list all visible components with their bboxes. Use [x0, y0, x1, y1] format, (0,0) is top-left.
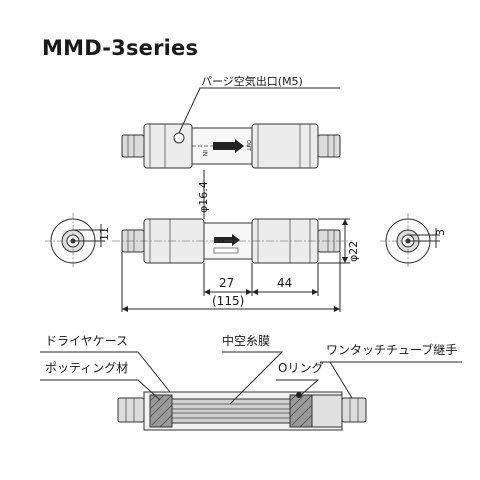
- purge-leader: [178, 87, 340, 134]
- hollow-fiber-label: 中空糸膜: [222, 333, 270, 348]
- left-body: [143, 123, 193, 169]
- front-flow-arrow-icon: [214, 234, 240, 246]
- right-fitting: [317, 134, 341, 158]
- diagram-title: MMD-3series: [42, 36, 199, 60]
- flow-arrow-icon: [213, 139, 244, 153]
- dryer-case-label: ドライヤケース: [45, 334, 128, 348]
- front-view: [112, 218, 352, 264]
- right-end-view: 3: [380, 213, 447, 269]
- fitting-label: ワンタッチチューブ継手: [326, 342, 457, 357]
- dim-27-label: 27: [219, 276, 234, 290]
- potting-label: ポッティング材: [45, 361, 128, 375]
- svg-text:φ22: φ22: [347, 241, 360, 262]
- out-mark: OUT: [245, 140, 251, 152]
- svg-text:3: 3: [434, 229, 447, 236]
- left-end-view: 11: [45, 213, 111, 269]
- left-fitting: [121, 134, 145, 158]
- purge-port: [173, 132, 185, 144]
- horizontal-dims: 27 44 (115): [121, 252, 341, 312]
- in-mark: IN: [201, 150, 208, 156]
- dim-115-label: (115): [212, 294, 244, 308]
- o-ring-label: Oリング: [278, 361, 323, 375]
- dim-44-label: 44: [277, 276, 292, 290]
- warning-label: [213, 247, 239, 254]
- section-view: [117, 391, 367, 431]
- dim-22: φ22: [318, 218, 360, 264]
- right-body: [251, 123, 319, 169]
- svg-text:11: 11: [98, 227, 111, 241]
- svg-text:φ16.4: φ16.4: [197, 181, 210, 213]
- purge-port-label: パージ空気出口(M5): [201, 74, 303, 88]
- dim-16-4: φ16.4: [197, 170, 210, 219]
- top-view: IN OUT パージ空気出口(M5): [121, 74, 341, 169]
- section-callouts: ドライヤケース 中空糸膜 ワンタッチチューブ継手 ポッティング材 Oリング: [40, 333, 462, 405]
